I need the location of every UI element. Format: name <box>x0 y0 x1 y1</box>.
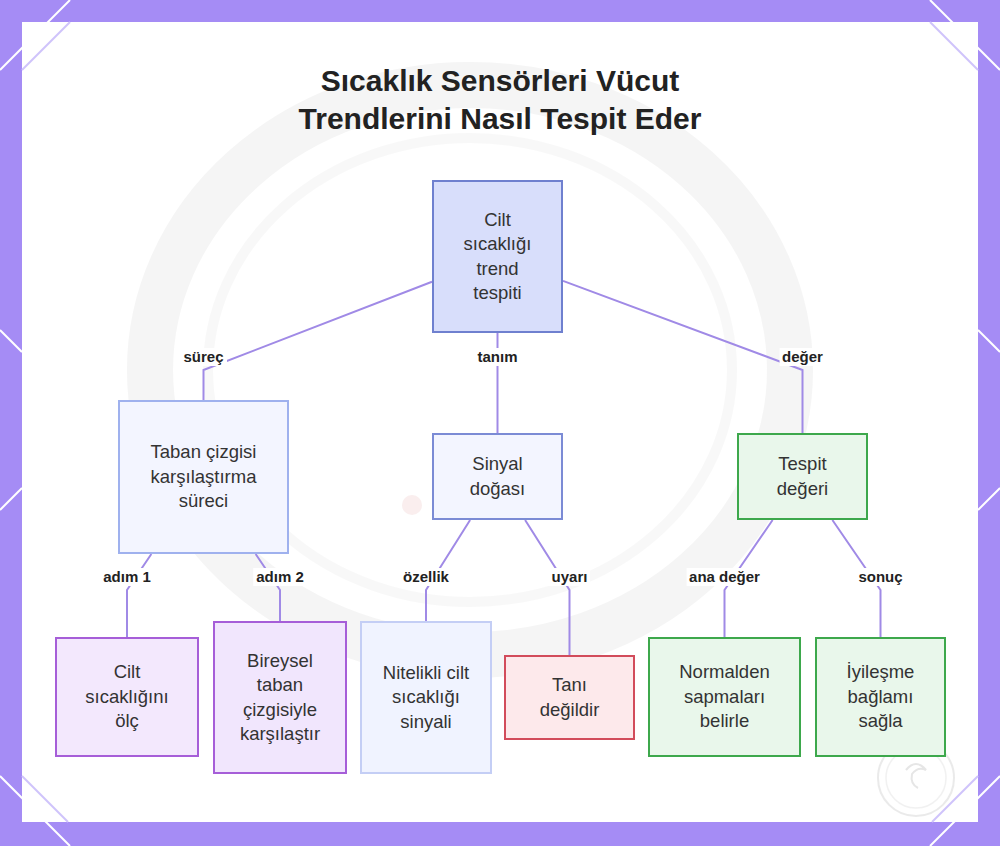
connector <box>525 520 569 655</box>
node-text: Taban çizgisi karşılaştırma süreci <box>143 440 265 513</box>
edge-label: süreç <box>180 348 226 366</box>
edge-label: özellik <box>400 568 452 586</box>
node-text: Tanı değildir <box>530 673 610 722</box>
node-text: Cilt sıcaklığını ölç <box>81 660 173 733</box>
process-box: Cilt sıcaklığını ölç <box>55 637 199 757</box>
card <box>22 22 978 822</box>
connector <box>256 554 280 621</box>
process-box: Bireysel taban çizgisiyle karşılaştır <box>213 621 347 774</box>
node-text: Bireysel taban çizgisiyle karşılaştır <box>228 649 332 747</box>
edge-label: tanım <box>474 348 520 366</box>
node-text: İyileşme bağlamı sağla <box>831 660 931 733</box>
process-box: Sinyal doğası <box>432 433 563 520</box>
connector <box>127 554 151 637</box>
connector <box>563 281 803 433</box>
process-box: Cilt sıcaklığı trend tespiti <box>432 180 563 333</box>
process-box: Taban çizgisi karşılaştırma süreci <box>118 400 289 554</box>
process-box: Nitelikli cilt sıcaklığı sinyali <box>360 621 492 774</box>
edge-label: sonuç <box>855 568 905 586</box>
faded-ring <box>150 85 790 655</box>
node-text: Nitelikli cilt sıcaklığı sinyali <box>381 661 471 734</box>
process-box: Tespit değeri <box>737 433 868 520</box>
node-text: Cilt sıcaklığı trend tespiti <box>453 208 543 306</box>
diagram-title: Sıcaklık Sensörleri Vücut Trendlerini Na… <box>250 62 750 138</box>
card-corner-lines <box>22 22 978 822</box>
edge-label: ana değer <box>686 568 763 586</box>
edge-label: değer <box>779 348 826 366</box>
node-text: Tespit değeri <box>763 452 843 501</box>
connector <box>204 282 433 400</box>
process-box: Normalden sapmaları belirle <box>648 637 801 757</box>
node-text: Normalden sapmaları belirle <box>669 660 781 733</box>
edge-label: adım 2 <box>253 568 307 586</box>
edge-label: uyarı <box>549 568 591 586</box>
process-box: Tanı değildir <box>504 655 635 740</box>
process-box: İyileşme bağlamı sağla <box>815 637 946 757</box>
node-text: Sinyal doğası <box>458 452 538 501</box>
edge-label: adım 1 <box>100 568 154 586</box>
